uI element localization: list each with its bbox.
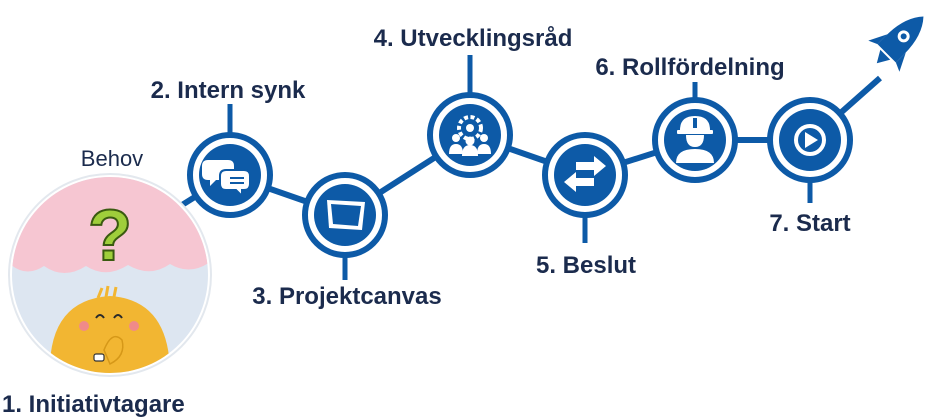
wristwatch: [93, 353, 105, 362]
worker-helmet-icon: [676, 116, 714, 163]
label-stems: [227, 55, 813, 280]
eye-right: [113, 314, 123, 319]
step-3-projektcanvas: 3. Projektcanvas: [252, 172, 442, 310]
hand-on-chin: [103, 335, 124, 366]
step-2-label: 2. Intern synk: [151, 77, 306, 104]
exchange-arrows-icon: [564, 156, 606, 192]
rocket-icon: [868, 16, 924, 72]
step-6-label: 6. Rollfördelning: [595, 54, 784, 81]
step-3-label: 3. Projektcanvas: [252, 283, 441, 310]
face-shape: [49, 296, 171, 373]
eye-left: [95, 314, 105, 319]
step-6-rollfordelning: 6. Rollfördelning: [595, 54, 785, 183]
step-5-disc: [554, 144, 616, 206]
step-5-beslut: 5. Beslut: [536, 132, 636, 279]
step-4-label: 4. Utvecklingsråd: [374, 25, 573, 52]
cheek-left: [79, 321, 89, 331]
question-mark-icon: ?: [88, 196, 132, 276]
step-5-label: 5. Beslut: [536, 252, 636, 279]
play-button-icon: [794, 124, 826, 156]
step-2-intern-synk: 2. Intern synk: [151, 77, 306, 218]
step-4-disc: [439, 104, 501, 166]
need-label: Behov: [81, 146, 143, 171]
step-1-label: 1. Initiativtagare: [2, 391, 185, 418]
chat-bubbles-icon: [202, 160, 251, 199]
group-gear-icon: [449, 115, 491, 156]
thought-cloud: [12, 177, 208, 273]
step-1-initiator: ? Behov 1. Initiativtagare: [2, 146, 212, 418]
step-7-start: 7. Start: [767, 97, 853, 237]
step-7-label: 7. Start: [769, 210, 850, 237]
hair-tuft: [96, 285, 118, 299]
cheek-right: [129, 321, 139, 331]
step-4-utvecklingsrad: 4. Utvecklingsråd: [374, 25, 573, 178]
canvas-sheet-icon: [327, 200, 365, 230]
